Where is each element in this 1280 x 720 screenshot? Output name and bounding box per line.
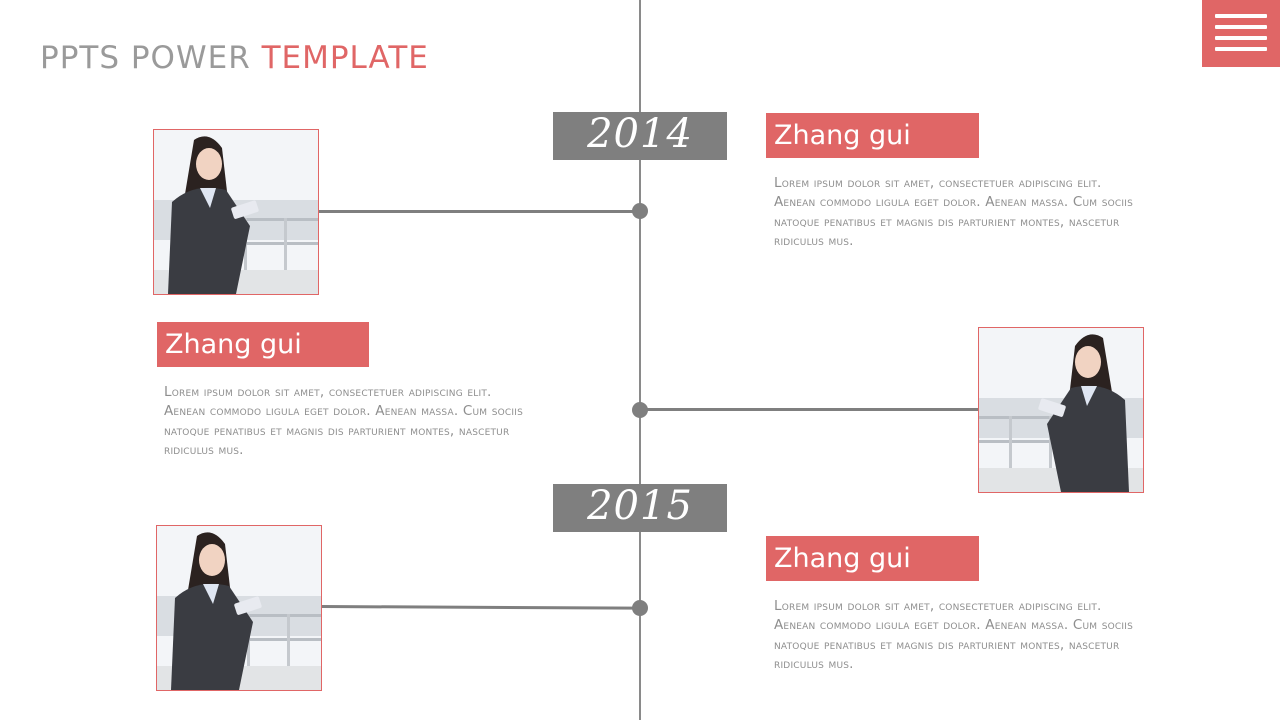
title-part-1: PPTS POWER <box>40 40 262 76</box>
timeline-axis <box>639 0 641 720</box>
entry-2-photo <box>978 327 1144 493</box>
year-box-2015: 2015 <box>553 484 727 532</box>
title-part-2: TEMPLATE <box>261 40 429 76</box>
connector-line-1 <box>319 210 641 213</box>
entry-1-description: Lorem ipsum dolor sit amet, consectetuer… <box>774 175 1134 250</box>
entry-2-name-tag: Zhang gui <box>157 322 369 367</box>
page-title: PPTS POWER TEMPLATE <box>40 38 429 78</box>
timeline-dot-1 <box>632 203 648 219</box>
menu-button[interactable] <box>1202 0 1280 67</box>
timeline-dot-2 <box>632 402 648 418</box>
timeline-dot-3 <box>632 600 648 616</box>
entry-3-photo <box>156 525 322 691</box>
entry-2-description: Lorem ipsum dolor sit amet, consectetuer… <box>164 384 524 459</box>
year-box-2014: 2014 <box>553 112 727 160</box>
entry-3-description: Lorem ipsum dolor sit amet, consectetuer… <box>774 598 1134 673</box>
connector-line-3 <box>321 605 641 610</box>
entry-3-name-tag: Zhang gui <box>766 536 979 581</box>
entry-1-name-tag: Zhang gui <box>766 113 979 158</box>
connector-line-2 <box>640 408 978 411</box>
entry-1-photo <box>153 129 319 295</box>
